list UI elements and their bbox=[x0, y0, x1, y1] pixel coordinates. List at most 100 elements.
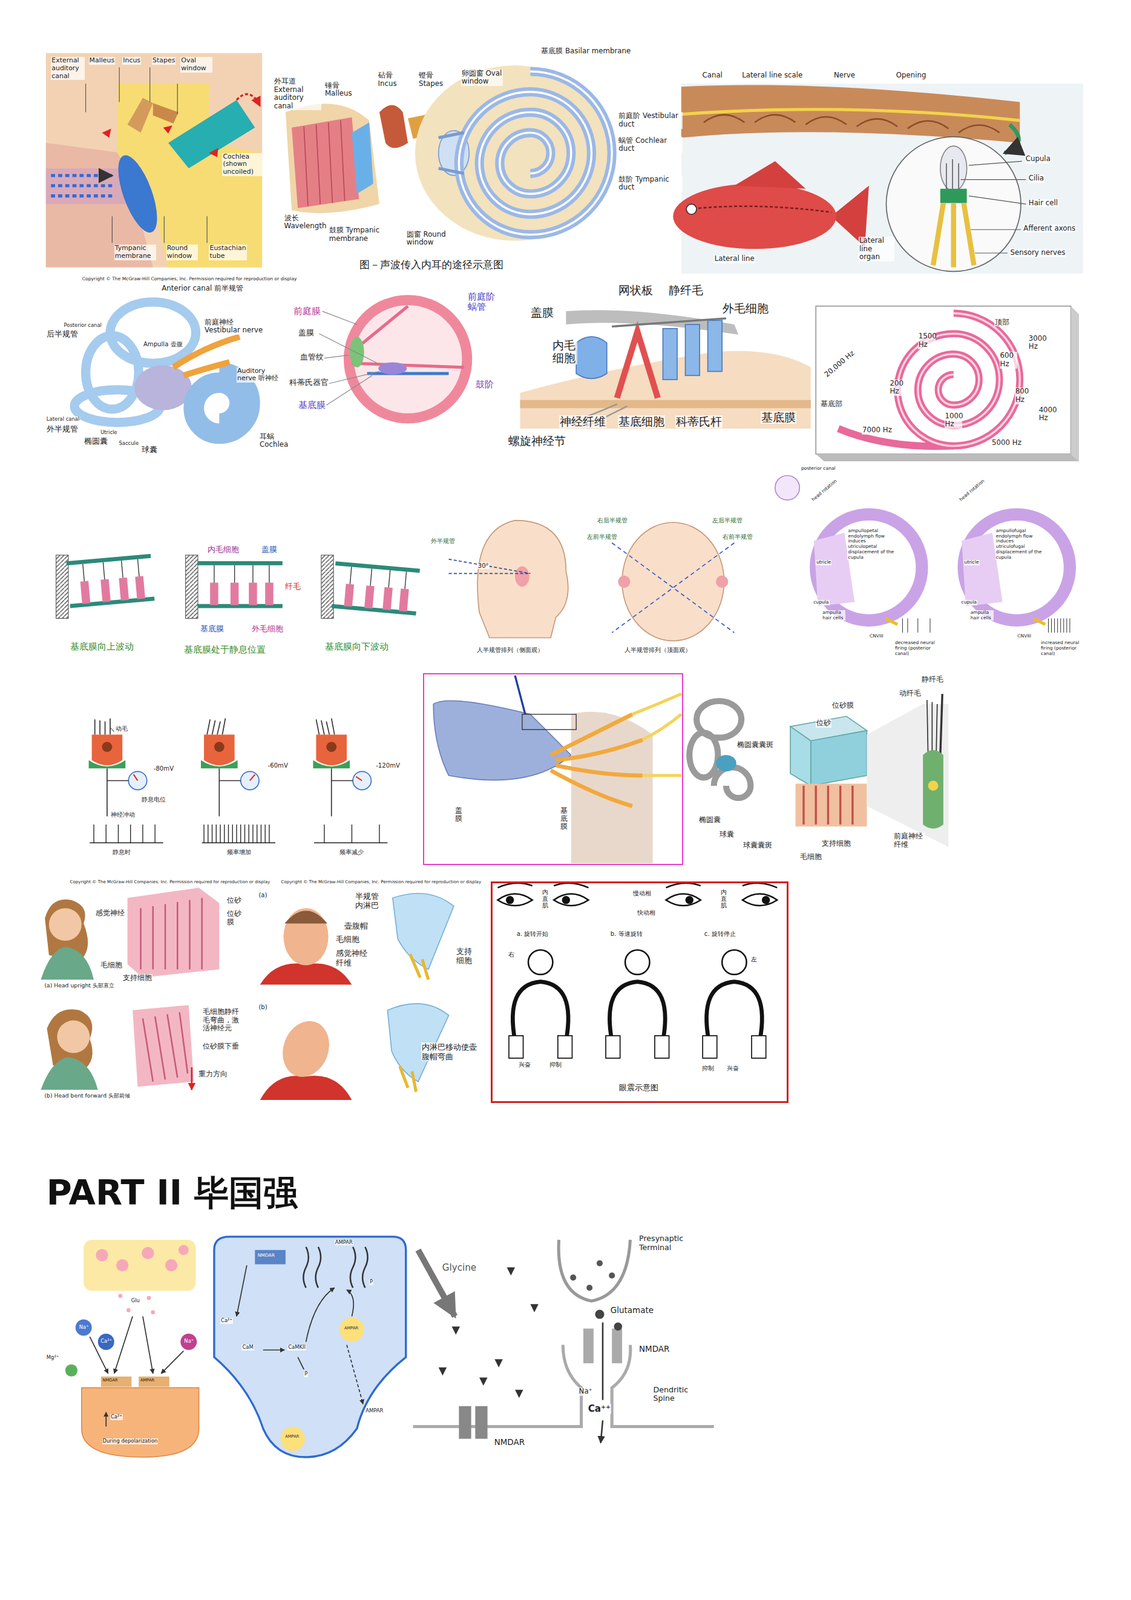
part-label: 图－声波传入内耳的途径示意图 bbox=[358, 258, 505, 271]
basilar-motion-illustration bbox=[100, 579, 111, 603]
fish-lateral-line-illustration bbox=[933, 202, 974, 267]
cupula-deflection-illustration bbox=[1063, 617, 1064, 633]
part-label: 位砂 bbox=[815, 718, 832, 728]
part-label: 耳蜗 Cochlea bbox=[258, 432, 287, 450]
nmda-depolarization-illustration bbox=[101, 1376, 132, 1387]
organ-of-corti-illustration bbox=[520, 399, 811, 408]
part-label: 盖膜 bbox=[260, 544, 278, 555]
figure-panel: 盖膜基底膜 bbox=[422, 672, 684, 865]
nmda-coincidence-illustration bbox=[596, 1259, 603, 1266]
part-label: 动纤毛 bbox=[898, 689, 922, 698]
part-label: -120mV bbox=[375, 761, 401, 770]
part-label: 右前半规管 bbox=[721, 533, 754, 541]
hair-cell-potential-illustration bbox=[352, 770, 371, 790]
part-label: 球囊 bbox=[140, 444, 158, 455]
panel-label: 基底膜 bbox=[560, 806, 568, 831]
nmda-depolarization-illustration bbox=[147, 1295, 152, 1300]
nystagmus-illustration bbox=[702, 1035, 718, 1058]
otolith-head-illustration bbox=[40, 887, 220, 1090]
ear-uncoiled-illustration bbox=[149, 67, 151, 102]
part-label: 基底膜 bbox=[760, 410, 797, 424]
nmda-coincidence-illustration bbox=[530, 1303, 538, 1312]
part-label: 1500 Hz bbox=[917, 332, 936, 349]
nmda-depolarization-illustration bbox=[75, 1318, 92, 1335]
part-label: 基底膜向下波动 bbox=[324, 641, 390, 652]
hair-cell-potential-illustration bbox=[95, 718, 111, 735]
nystagmus-illustration bbox=[497, 882, 777, 888]
otolith-head-illustration bbox=[152, 905, 155, 970]
part-label: Ampulla 壶腹 bbox=[142, 340, 184, 348]
part-label: 球囊囊斑 bbox=[742, 841, 773, 850]
basilar-motion-illustration bbox=[213, 565, 215, 583]
part-label: 前庭阶 蜗管 bbox=[467, 291, 502, 313]
part-label: 波长 Wavelength bbox=[283, 214, 326, 231]
head-canal-orientation bbox=[449, 559, 531, 574]
fish-lateral-line-illustration bbox=[951, 159, 953, 191]
macula-illustration bbox=[689, 693, 949, 847]
part-label: 基底细胞 bbox=[617, 415, 666, 428]
ear-uncoiled-illustration bbox=[110, 150, 165, 238]
nystagmus-illustration bbox=[706, 981, 763, 1041]
nmda-depolarization-illustration bbox=[95, 1244, 189, 1271]
otolith-head-illustration bbox=[49, 907, 82, 941]
ear-uncoiled-illustration bbox=[163, 125, 173, 134]
ltp-spine-illustration bbox=[297, 1356, 304, 1369]
hair-cell-potential-illustration bbox=[214, 741, 225, 752]
hair-cell-potential-illustration bbox=[200, 718, 259, 817]
crista-ampullaris-illustration bbox=[433, 675, 682, 863]
organ-of-corti-illustration bbox=[576, 336, 607, 379]
hair-cell-potential-illustration bbox=[133, 773, 363, 781]
fish-lateral-line-illustration bbox=[734, 160, 806, 189]
part-label: 200 Hz bbox=[889, 379, 908, 396]
hair-cell-potential-illustration bbox=[326, 741, 337, 752]
ltp-spine-illustration bbox=[346, 1344, 364, 1404]
part-label: 前庭神经 Vestibular nerve bbox=[203, 318, 271, 335]
part-label: NMDAR bbox=[257, 1252, 276, 1259]
part-label: 椭圆囊囊斑 bbox=[736, 740, 774, 750]
cochlea-section-illustration bbox=[351, 306, 464, 368]
part-label: Copyright © The McGraw-Hill Companies, I… bbox=[81, 276, 298, 282]
nystagmus-illustration bbox=[761, 895, 770, 904]
nmda-coincidence-illustration bbox=[600, 1419, 603, 1443]
part-label: 支持细胞 bbox=[122, 973, 153, 983]
nmda-coincidence-illustration bbox=[418, 1249, 456, 1317]
part-label: c. 旋转停止 bbox=[703, 930, 737, 938]
basilar-motion-illustration bbox=[370, 568, 372, 586]
macula-illustration bbox=[927, 699, 929, 755]
fish-lateral-line-illustration bbox=[1004, 124, 1019, 154]
semicircular-head-illustration bbox=[409, 953, 420, 978]
ear-uncoiled-illustration bbox=[177, 83, 178, 115]
part-label: 人半规管排列（侧面观） bbox=[476, 646, 545, 654]
part-label: 鼓阶 Tympanic duct bbox=[617, 175, 682, 192]
part-label: a. 旋转开始 bbox=[516, 930, 550, 938]
fish-lateral-line-illustration bbox=[940, 188, 968, 204]
basilar-motion-illustration bbox=[343, 583, 355, 607]
part-label: Copyright © The McGraw-Hill Companies, I… bbox=[280, 879, 482, 885]
basilar-motion-illustration bbox=[197, 562, 283, 606]
part-label: 基底膜 Basilar membrane bbox=[540, 47, 634, 56]
cochlea-frequency-map bbox=[815, 453, 1079, 462]
ear-section-illustration bbox=[291, 117, 359, 209]
part-label: 内毛细胞 bbox=[551, 338, 578, 365]
part-label: head rotation bbox=[958, 478, 987, 503]
hair-cell-potential-illustration bbox=[133, 773, 138, 781]
part-label: 基底膜 bbox=[199, 623, 225, 634]
organ-of-corti-illustration bbox=[617, 331, 658, 399]
part-label: 顶部 bbox=[994, 318, 1010, 327]
nmda-coincidence-illustration bbox=[602, 1322, 604, 1400]
nmda-depolarization-illustration bbox=[118, 1293, 155, 1314]
cupula-deflection-illustration bbox=[885, 617, 1046, 624]
macula-illustration bbox=[867, 703, 949, 847]
ear-uncoiled-illustration bbox=[45, 168, 128, 204]
part-label: 鼓阶 bbox=[475, 379, 495, 390]
part-label: 砧骨 Incus bbox=[377, 71, 408, 88]
part-label: Nerve bbox=[833, 71, 856, 80]
nystagmus-illustration bbox=[512, 981, 569, 1041]
nystagmus-illustration bbox=[702, 981, 766, 1058]
otolith-head-illustration bbox=[200, 897, 203, 969]
cochlea-frequency-map bbox=[897, 312, 1020, 446]
part-label: 快动相 bbox=[636, 908, 656, 917]
hair-cell-potential-illustration bbox=[89, 824, 388, 843]
part-label: CaMKII bbox=[287, 1344, 307, 1351]
hair-cell-potential-illustration bbox=[331, 767, 333, 816]
